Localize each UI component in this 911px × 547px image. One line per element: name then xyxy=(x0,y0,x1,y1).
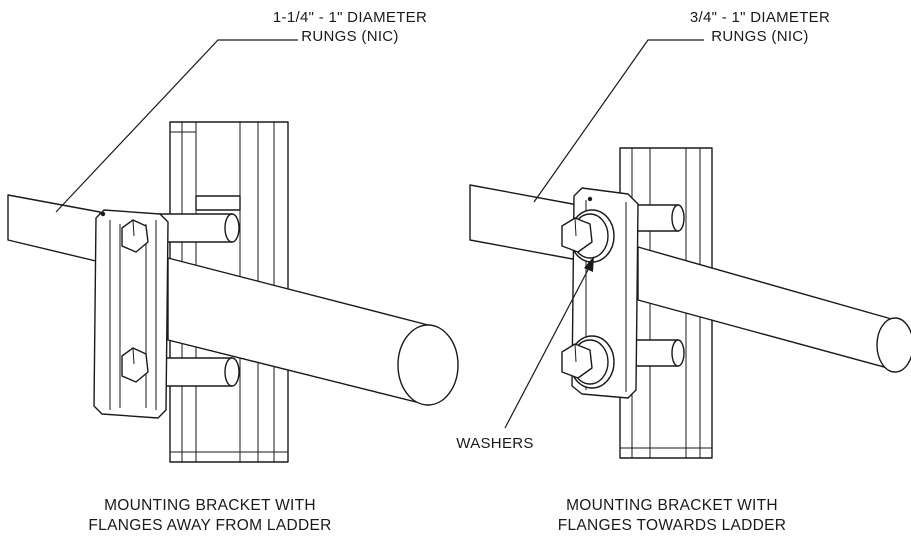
right-lower-bolt-shaft xyxy=(635,339,685,367)
left-rung-flat xyxy=(7,194,101,263)
left-rung-label: 1-1/4" - 1" DIAMETER RUNGS (NIC) xyxy=(250,8,450,46)
right-lower-washer-bolt xyxy=(561,335,615,389)
right-assembly xyxy=(469,39,911,459)
right-caption-line1: MOUNTING BRACKET WITH xyxy=(566,497,778,514)
left-rung-label-line1: 1-1/4" - 1" DIAMETER xyxy=(272,9,428,26)
right-rung-label-line1: 3/4" - 1" DIAMETER xyxy=(689,9,831,26)
left-caption-line2: FLANGES AWAY FROM LADDER xyxy=(88,517,332,534)
right-caption: MOUNTING BRACKET WITH FLANGES TOWARDS LA… xyxy=(522,496,822,536)
left-assembly xyxy=(7,39,459,463)
washers-label: WASHERS xyxy=(456,435,534,452)
right-rung-label-line2: RUNGS (NIC) xyxy=(711,28,809,45)
left-rung-label-line2: RUNGS (NIC) xyxy=(301,28,399,45)
left-lower-bolt-head xyxy=(121,347,149,383)
right-rung-round xyxy=(637,246,911,373)
left-bracket xyxy=(93,209,169,419)
right-rung-leader xyxy=(533,39,704,203)
right-upper-washer-bolt xyxy=(561,209,615,263)
left-caption-line1: MOUNTING BRACKET WITH xyxy=(104,497,316,514)
left-upper-bolt-head xyxy=(121,219,149,253)
left-caption: MOUNTING BRACKET WITH FLANGES AWAY FROM … xyxy=(60,496,360,536)
right-caption-line2: FLANGES TOWARDS LADDER xyxy=(557,517,787,534)
left-upper-bolt-shaft xyxy=(159,195,241,243)
washers-arrowhead xyxy=(584,256,594,272)
left-rung-round xyxy=(167,257,459,406)
washers-leader xyxy=(504,265,591,429)
right-rung-flat xyxy=(469,184,579,261)
left-rung-leader xyxy=(55,39,298,213)
right-rung-label: 3/4" - 1" DIAMETER RUNGS (NIC) xyxy=(670,8,850,46)
right-upper-bolt-shaft xyxy=(635,204,685,232)
